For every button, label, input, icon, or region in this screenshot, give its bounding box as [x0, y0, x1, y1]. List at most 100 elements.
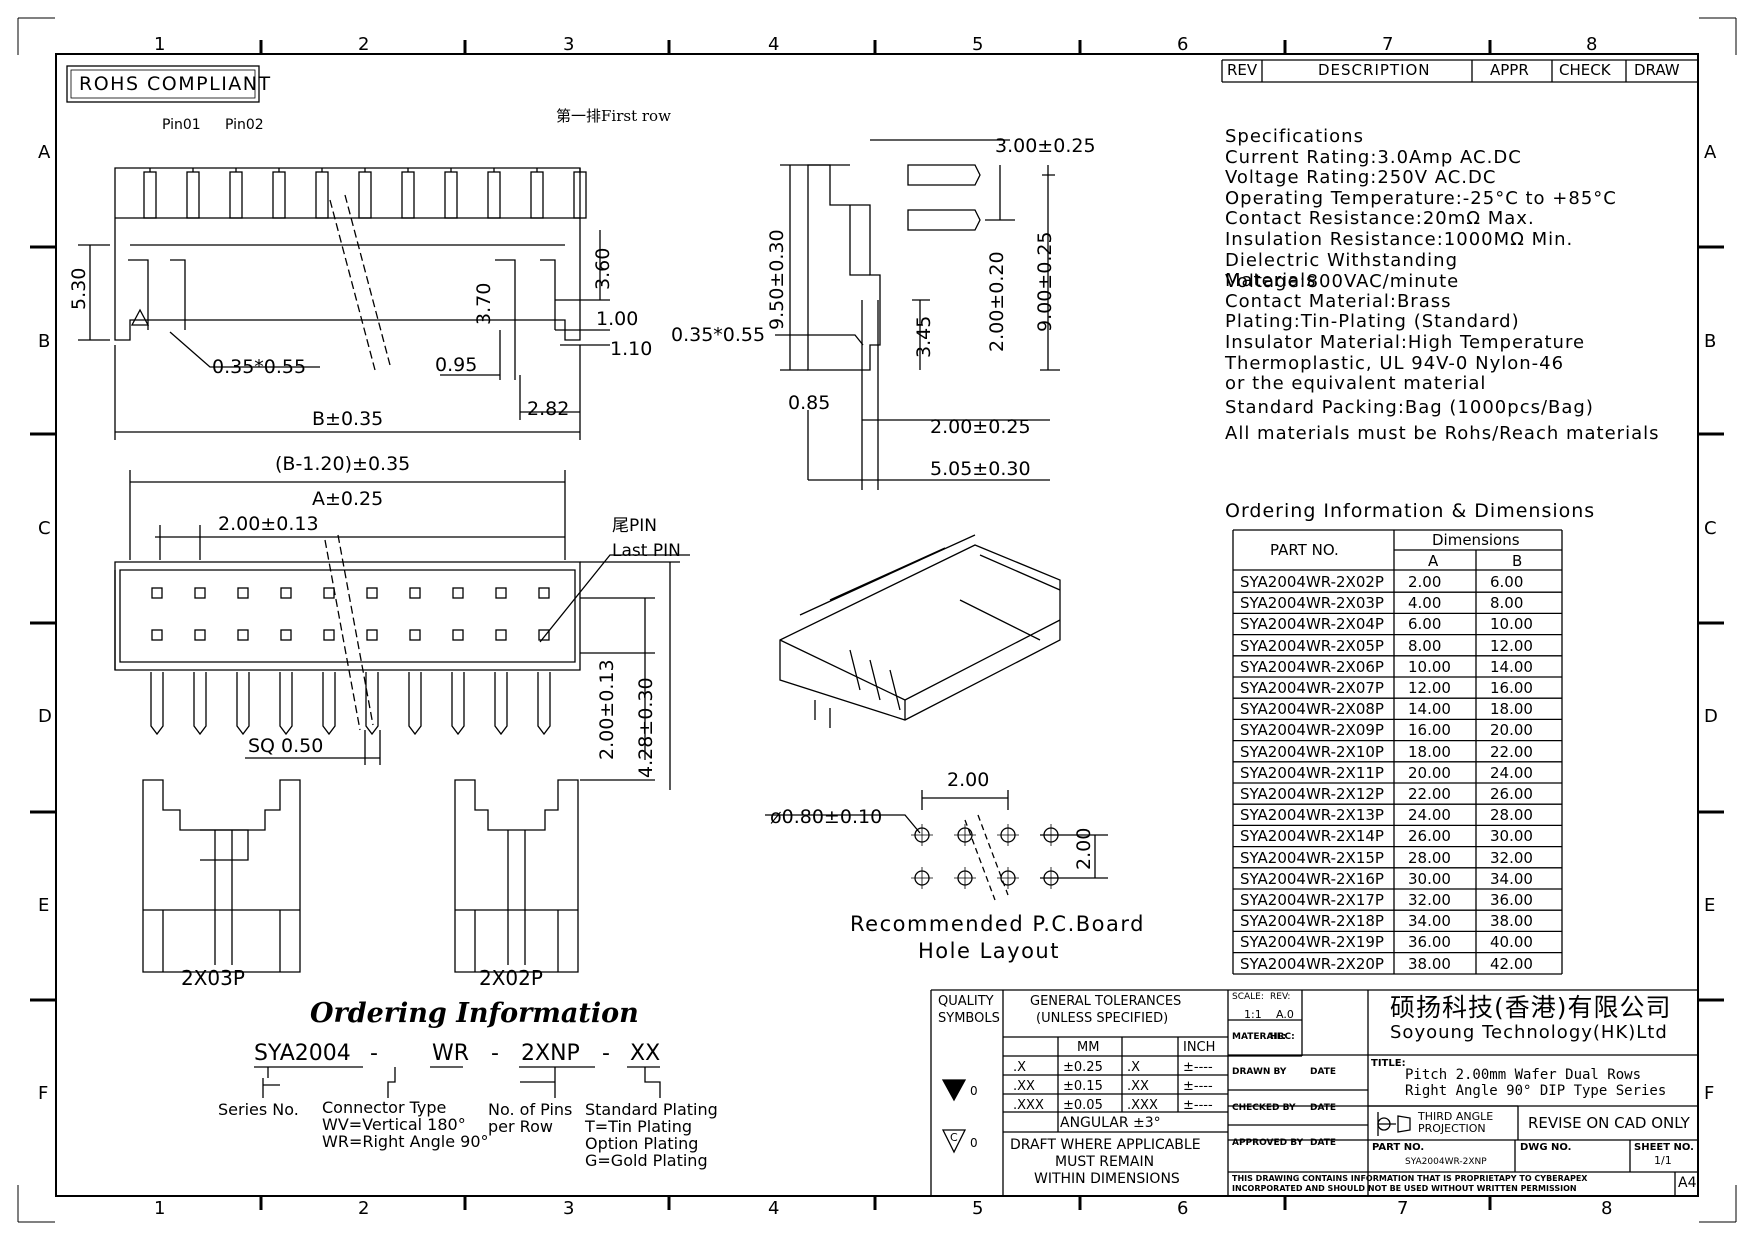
tol-x-inch: ±---- — [1183, 1060, 1213, 1075]
part-no-header: PART NO. — [1270, 541, 1339, 559]
dim-b-cell: 8.00 — [1490, 594, 1524, 613]
spec-line: Plating:Tin-Plating (Standard) — [1225, 311, 1520, 333]
dim-a-cell: 10.00 — [1408, 657, 1451, 676]
scale-value: 1:1 — [1244, 1008, 1262, 1021]
dim-9-00: 9.00±0.25 — [1034, 231, 1056, 332]
dim-2-00-0-20: 2.00±0.20 — [986, 251, 1008, 352]
label-2x02p: 2X02P — [479, 966, 543, 990]
dim-b-cell: 26.00 — [1490, 785, 1533, 803]
spec-line: Dielectric Withstanding Voltage:800VAC/m… — [1225, 249, 1460, 292]
symbol-c: C — [950, 1131, 958, 1144]
spec-line: Operating Temperature:-25°C to +85°C — [1225, 187, 1617, 209]
side-view — [775, 139, 1060, 490]
grid-col: 6 — [1177, 1198, 1189, 1219]
dim-a-cell: 18.00 — [1408, 742, 1451, 761]
pin01-label: Pin01 — [162, 117, 201, 133]
grid-row: D — [1704, 706, 1718, 727]
approved-by: APPROVED BY — [1232, 1138, 1304, 1148]
first-row-label: 第一排First row — [556, 107, 671, 125]
dim-a-cell: 12.00 — [1408, 679, 1451, 697]
tol-xx-mm: ±0.15 — [1063, 1079, 1103, 1094]
description-header: DESCRIPTION — [1318, 61, 1431, 79]
dim-b-cell: 18.00 — [1490, 700, 1533, 719]
dim-b-cell: 22.00 — [1490, 742, 1533, 761]
pcb-dim-horizontal: 2.00 — [947, 769, 990, 791]
spec-line: Thermoplastic, UL 94V-0 Nylon-46 — [1225, 352, 1565, 374]
dim-b-cell: 30.00 — [1490, 827, 1533, 846]
dim-0-95: 0.95 — [435, 354, 478, 376]
dim-b-cell: 14.00 — [1490, 657, 1533, 676]
dim-0-35x0-55: 0.35*0.55 — [212, 356, 307, 378]
dim-b-cell: 36.00 — [1490, 891, 1533, 909]
spec-line: Contact Material:Brass — [1225, 290, 1452, 312]
sheet-size: A4 — [1678, 1175, 1697, 1191]
front-view-upper — [78, 167, 610, 440]
dim-2-00-0-13-v: 2.00±0.13 — [596, 659, 618, 760]
last-pin: Last PIN — [612, 541, 681, 561]
outer-border — [55, 53, 1699, 1197]
general-tolerances: GENERAL TOLERANCES — [1030, 994, 1182, 1009]
dim-b-cell: 24.00 — [1490, 763, 1533, 782]
check-header: CHECK — [1559, 61, 1611, 79]
third-angle-line1: THIRD ANGLE — [1418, 1110, 1494, 1123]
revise-on-cad: REVISE ON CAD ONLY — [1528, 1114, 1690, 1132]
tol-xxx-mm: ±0.05 — [1063, 1098, 1103, 1113]
pins-label: No. of Pins — [488, 1100, 573, 1119]
grid-col: 4 — [768, 1198, 780, 1219]
grid-col: 6 — [1177, 34, 1189, 55]
ordering-info-leaders — [254, 1066, 661, 1098]
part-no-cell: SYA2004WR-2X18P — [1240, 912, 1384, 931]
dim-5-05: 5.05±0.30 — [930, 458, 1031, 480]
plating-standard: Standard Plating — [585, 1100, 718, 1119]
part-no-cell: SYA2004WR-2X12P — [1240, 785, 1384, 803]
part-no-cell: SYA2004WR-2X09P — [1240, 721, 1384, 740]
spec-line: Insulation Resistance:1000MΩ Min. — [1225, 228, 1574, 250]
part-no-label: PART NO. — [1372, 1142, 1425, 1153]
spec-line: Contact Resistance:20mΩ Max. — [1225, 208, 1535, 230]
part-no-cell: SYA2004WR-2X07P — [1240, 679, 1384, 697]
grid-col: 1 — [154, 34, 166, 55]
grid-col: 7 — [1382, 34, 1394, 55]
draw-header: DRAW — [1634, 61, 1680, 79]
checked-by: CHECKED BY — [1232, 1103, 1296, 1113]
dim-a-cell: 34.00 — [1408, 912, 1451, 931]
part-no-cell: SYA2004WR-2X04P — [1240, 615, 1384, 634]
dim-a-cell: 14.00 — [1408, 700, 1451, 719]
part-no-cell: SYA2004WR-2X19P — [1240, 933, 1384, 952]
angular-tolerance: ANGULAR ±3° — [1060, 1115, 1161, 1131]
part-no-cell: SYA2004WR-2X06P — [1240, 657, 1384, 676]
part-no-cell: SYA2004WR-2X02P — [1240, 573, 1384, 591]
connector-wv: WV=Vertical 180° — [322, 1115, 466, 1134]
code-sep: - — [370, 1041, 378, 1066]
title-block — [930, 989, 1698, 1196]
sheet-no-label: SHEET NO. — [1634, 1142, 1694, 1153]
grid-row: E — [1704, 895, 1716, 916]
code-sep: - — [602, 1041, 610, 1066]
rohs-box — [66, 65, 260, 103]
tol-xxx-in: .XXX — [1127, 1098, 1158, 1113]
dim-b-minus-1-20: (B-1.20)±0.35 — [275, 453, 411, 475]
code-pins: 2XNP — [521, 1041, 580, 1066]
tol-x-mm: ±0.25 — [1063, 1060, 1103, 1075]
grid-row: F — [1704, 1083, 1715, 1104]
dim-a-cell: 4.00 — [1408, 594, 1442, 613]
rohs-label: ROHS COMPLIANT — [79, 73, 272, 95]
part-no-cell: SYA2004WR-2X10P — [1240, 742, 1384, 761]
drawing-title-line1: Pitch 2.00mm Wafer Dual Rows — [1405, 1067, 1642, 1083]
isometric-view — [779, 534, 1061, 728]
series-no-label: Series No. — [218, 1100, 299, 1119]
grid-ticks — [30, 40, 1724, 1210]
part-no-value: SYA2004WR-2XNP — [1405, 1157, 1487, 1167]
tol-xxx-inch: ±---- — [1183, 1098, 1213, 1113]
appr-header: APPR — [1490, 61, 1529, 79]
company-name-en: Soyoung Technology(HK)Ltd — [1390, 1022, 1668, 1043]
symbols-label: SYMBOLS — [938, 1011, 1000, 1026]
connector-type-label: Connector Type — [322, 1098, 447, 1117]
dim-b-cell: 34.00 — [1490, 869, 1533, 888]
grid-col: 2 — [358, 34, 370, 55]
dim-a-cell: 20.00 — [1408, 763, 1451, 782]
dim-b-cell: 12.00 — [1490, 636, 1533, 655]
tol-xx-inch: ±---- — [1183, 1079, 1213, 1094]
crop-marks — [17, 17, 1737, 1223]
dim-a-cell: 28.00 — [1408, 848, 1451, 867]
